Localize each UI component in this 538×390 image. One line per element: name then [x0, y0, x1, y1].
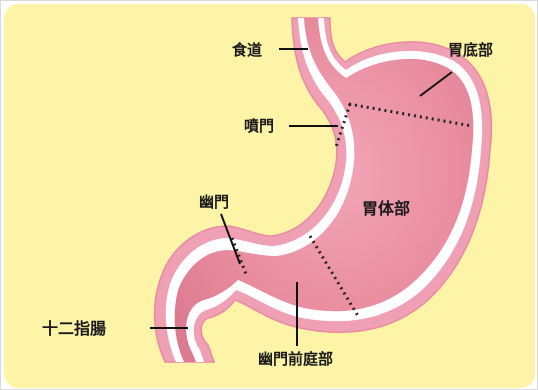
label-pyloric-antrum: 幽門前庭部 [258, 350, 333, 368]
label-body: 胃体部 [362, 199, 410, 218]
label-pylorus: 幽門 [199, 193, 229, 211]
label-duodenum: 十二指腸 [42, 319, 106, 338]
label-esophagus: 食道 [232, 41, 262, 59]
label-cardia: 噴門 [244, 117, 274, 135]
label-fundus: 胃底部 [448, 41, 493, 59]
